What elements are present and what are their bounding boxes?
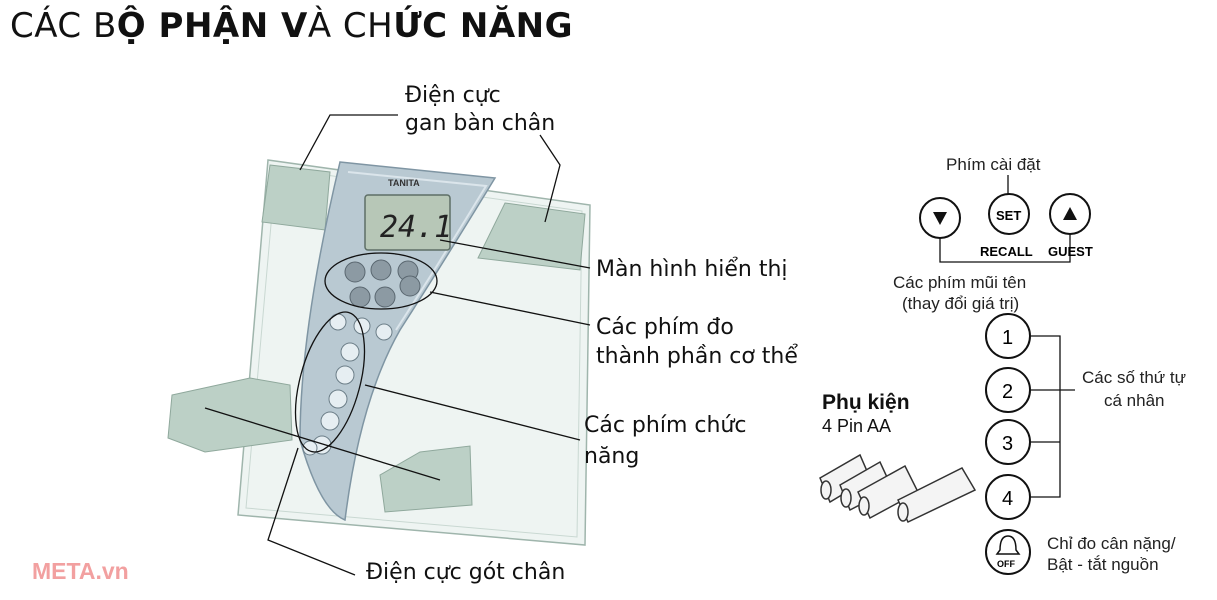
label-function-keys-1: Các phím chức xyxy=(584,413,747,438)
label-body-keys-2: thành phần cơ thể xyxy=(596,344,798,369)
number-key-2: 2 xyxy=(1002,381,1013,403)
sole-pad-right xyxy=(477,202,586,271)
bracket-line xyxy=(1030,335,1075,498)
heel-pad-right xyxy=(379,445,473,513)
label-set-key: Phím cài đặt xyxy=(946,155,1041,174)
brand-logo: TANITA xyxy=(388,178,420,188)
sole-pad-left xyxy=(261,164,331,231)
number-keys xyxy=(985,313,1031,575)
off-key-text: OFF xyxy=(997,559,1015,569)
watermark-logo: META.vn xyxy=(32,558,129,584)
number-key-1: 1 xyxy=(1002,327,1013,349)
console-body xyxy=(299,161,497,522)
lcd-display xyxy=(364,194,451,251)
label-weight-only-1: Chỉ đo cân nặng/ xyxy=(1047,534,1176,553)
guest-text: GUEST xyxy=(1048,244,1093,259)
number-key-4: 4 xyxy=(1002,488,1013,510)
body-composition-keys xyxy=(344,259,421,308)
page-title: CÁC BỘ PHẬN VÀ CHỨC NĂNG xyxy=(10,6,574,46)
label-weight-only-2: Bật - tắt nguồn xyxy=(1047,555,1159,574)
label-display: Màn hình hiển thị xyxy=(596,257,788,282)
batteries-illustration xyxy=(819,453,977,524)
accessory-title: Phụ kiện xyxy=(822,391,910,414)
accessory-box: Phụ kiện 4 Pin AA xyxy=(822,390,910,437)
label-sole-electrode-2: gan bàn chân xyxy=(405,111,556,136)
label-personal-1: Các số thứ tự xyxy=(1082,368,1187,387)
leader-lines xyxy=(204,114,591,576)
body-keys-ellipse xyxy=(324,252,438,310)
function-keys-ellipse xyxy=(294,311,366,453)
bell-icon xyxy=(995,535,1021,555)
console-set-keys xyxy=(329,313,393,341)
label-personal-2: cá nhân xyxy=(1104,391,1165,410)
accessory-item: 4 Pin AA xyxy=(822,416,892,436)
label-heel-electrode: Điện cực gót chân xyxy=(366,560,566,585)
label-arrow-keys-2: (thay đổi giá trị) xyxy=(902,294,1020,313)
display-value: 24.1 xyxy=(380,210,452,245)
number-key-3: 3 xyxy=(1002,433,1013,455)
recall-text: RECALL xyxy=(980,244,1033,259)
label-sole-electrode-1: Điện cực xyxy=(405,83,501,108)
label-body-keys-1: Các phím đo xyxy=(596,315,734,340)
console-number-keys xyxy=(302,342,360,456)
set-key-text: SET xyxy=(996,208,1021,223)
label-function-keys-2: năng xyxy=(584,444,640,469)
label-arrow-keys-1: Các phím mũi tên xyxy=(893,273,1027,292)
control-keys xyxy=(919,175,1091,263)
